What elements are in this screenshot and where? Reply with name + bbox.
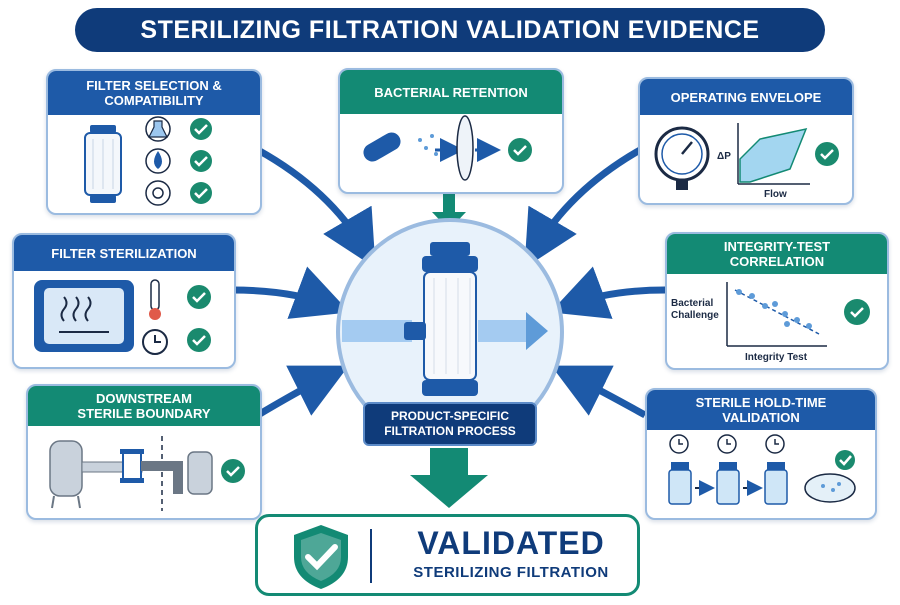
card-header: OPERATING ENVELOPE bbox=[640, 79, 852, 115]
result-subtitle: STERILIZING FILTRATION bbox=[413, 564, 609, 581]
card-title-line1: INTEGRITY-TEST bbox=[723, 239, 831, 254]
arrow-filter-selection bbox=[256, 146, 376, 269]
tank-icon bbox=[49, 440, 83, 509]
temperature-icon bbox=[145, 180, 171, 206]
check-icon bbox=[221, 459, 245, 483]
check-icon bbox=[190, 182, 212, 204]
flask-icon bbox=[145, 116, 171, 142]
card-title-line2: STERILE BOUNDARY bbox=[77, 406, 211, 421]
card-title-line1: DOWNSTREAM bbox=[95, 391, 193, 406]
card-title: OPERATING ENVELOPE bbox=[670, 89, 822, 105]
card-bacterial-retention: BACTERIAL RETENTION bbox=[338, 68, 564, 194]
arrow-hold-time bbox=[551, 365, 647, 419]
envelope-region bbox=[739, 127, 808, 183]
center-label-line2: FILTRATION PROCESS bbox=[384, 424, 516, 438]
flow-in-arrow bbox=[342, 320, 412, 342]
center-process-label: PRODUCT-SPECIFIC FILTRATION PROCESS bbox=[363, 402, 537, 446]
result-divider bbox=[370, 529, 372, 583]
check-icon bbox=[835, 450, 855, 470]
center-process-graphic bbox=[336, 218, 564, 446]
card-title: FILTER STERILIZATION bbox=[51, 245, 197, 261]
y-axis-label-line1: Bacterial bbox=[671, 298, 713, 309]
center-label-line1: PRODUCT-SPECIFIC bbox=[390, 409, 509, 423]
shield-check-icon bbox=[294, 525, 348, 589]
tank-icon bbox=[187, 451, 213, 495]
page-title: STERILIZING FILTRATION VALIDATION EVIDEN… bbox=[75, 8, 825, 52]
filter-cartridge-icon bbox=[404, 242, 478, 396]
card-title-line2: CORRELATION bbox=[729, 254, 825, 269]
card-illustration bbox=[49, 436, 245, 511]
vial-icon bbox=[668, 462, 692, 505]
card-filter-selection: FILTER SELECTION &COMPATIBILITY bbox=[46, 69, 262, 215]
filter-housing-icon bbox=[120, 449, 144, 483]
card-header: FILTER SELECTION &COMPATIBILITY bbox=[48, 71, 260, 115]
arrow-integrity-test bbox=[550, 266, 666, 319]
clock-icon bbox=[717, 434, 737, 454]
vial-icon bbox=[764, 462, 788, 505]
check-icon bbox=[815, 142, 839, 166]
x-axis-label: Flow bbox=[764, 189, 787, 200]
check-icon bbox=[844, 299, 870, 325]
check-icon bbox=[187, 328, 211, 352]
arrow-operating-envelope bbox=[524, 146, 642, 269]
filter-cartridge-icon bbox=[84, 125, 122, 203]
thermometer-icon bbox=[149, 279, 161, 320]
x-axis-label: Integrity Test bbox=[745, 352, 808, 363]
vial-icon bbox=[716, 462, 740, 505]
y-axis-label-line2: Challenge bbox=[671, 310, 719, 321]
pressure-gauge-icon bbox=[654, 126, 710, 190]
scatter-points bbox=[736, 289, 812, 329]
autoclave-icon bbox=[34, 280, 134, 352]
result-title: VALIDATED bbox=[417, 525, 605, 561]
clock-icon bbox=[142, 329, 168, 355]
card-title: BACTERIAL RETENTION bbox=[374, 84, 528, 100]
check-icon bbox=[508, 138, 532, 162]
y-axis-label: ΔP bbox=[717, 151, 731, 162]
card-filter-sterilization: FILTER STERILIZATION bbox=[12, 233, 236, 369]
card-header: BACTERIAL RETENTION bbox=[340, 70, 562, 114]
card-illustration bbox=[668, 434, 856, 505]
arrow-filter-sterilization bbox=[231, 266, 350, 319]
particles-icon bbox=[418, 134, 444, 156]
check-icon bbox=[190, 118, 212, 140]
card-operating-envelope: OPERATING ENVELOPE ΔP Flow bbox=[638, 77, 854, 205]
clock-icon bbox=[669, 434, 689, 454]
bacteria-icon bbox=[363, 132, 401, 162]
card-illustration bbox=[34, 279, 211, 355]
arrow-downstream bbox=[256, 365, 349, 419]
card-illustration: ΔP Flow bbox=[654, 123, 839, 200]
card-illustration: Bacterial Challenge Integrity Test bbox=[671, 282, 870, 363]
clock-icon bbox=[765, 434, 785, 454]
card-title-line2: VALIDATION bbox=[722, 410, 800, 425]
droplet-icon bbox=[145, 148, 171, 174]
flow-out-arrow bbox=[478, 312, 548, 350]
card-title-line1: STERILE HOLD-TIME bbox=[695, 395, 827, 410]
membrane-icon bbox=[456, 115, 474, 181]
check-icon bbox=[187, 285, 211, 309]
card-illustration bbox=[84, 116, 212, 206]
card-title-line2: COMPATIBILITY bbox=[104, 93, 204, 108]
arrow-to-result bbox=[410, 448, 488, 508]
card-title-line1: FILTER SELECTION & bbox=[86, 78, 222, 93]
card-header: FILTER STERILIZATION bbox=[14, 235, 234, 271]
result-box: VALIDATED STERILIZING FILTRATION bbox=[255, 514, 640, 596]
card-illustration bbox=[363, 115, 532, 181]
petri-dish-icon bbox=[804, 473, 856, 503]
check-icon bbox=[190, 150, 212, 172]
